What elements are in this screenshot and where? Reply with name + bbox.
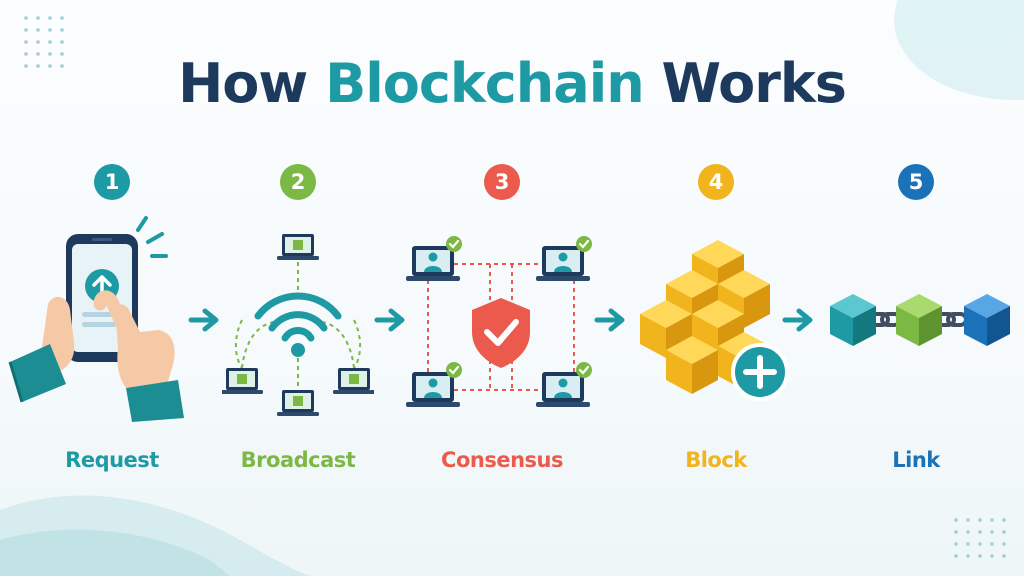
shield-check-icon bbox=[406, 236, 592, 407]
laptop-node-left bbox=[222, 368, 263, 394]
title-word-how: How bbox=[178, 52, 308, 115]
arrow-right-icon bbox=[594, 308, 625, 332]
step-label: Request bbox=[65, 448, 159, 472]
title-word-blockchain: Blockchain bbox=[325, 52, 645, 115]
step-label: Broadcast bbox=[240, 448, 356, 472]
laptop-node-top bbox=[277, 234, 319, 260]
laptop-node-bottom bbox=[277, 390, 319, 416]
arrow-right-icon bbox=[782, 308, 813, 332]
step-number-badge: 1 bbox=[94, 164, 130, 200]
chain-cubes-icon bbox=[830, 294, 1010, 346]
laptop-node-right bbox=[333, 368, 374, 394]
phone-upload-icon bbox=[8, 216, 184, 422]
wifi-network-icon bbox=[222, 234, 374, 416]
arrow-right-icon bbox=[188, 308, 219, 332]
step-number-badge: 2 bbox=[280, 164, 316, 200]
step-label: Link bbox=[892, 448, 940, 472]
step-number-badge: 3 bbox=[484, 164, 520, 200]
cube-stack-plus-icon bbox=[640, 240, 789, 401]
step-number-badge: 5 bbox=[898, 164, 934, 200]
arrow-right-icon bbox=[374, 308, 405, 332]
step-label: Consensus bbox=[441, 448, 563, 472]
step-number-badge: 4 bbox=[698, 164, 734, 200]
corner-dots-bottom-right bbox=[954, 518, 1006, 558]
title-word-works: Works bbox=[661, 52, 846, 115]
page-title: How Blockchain Works bbox=[0, 52, 1024, 115]
step-label: Block bbox=[685, 448, 747, 472]
corner-wave-bottom-left bbox=[0, 495, 320, 576]
